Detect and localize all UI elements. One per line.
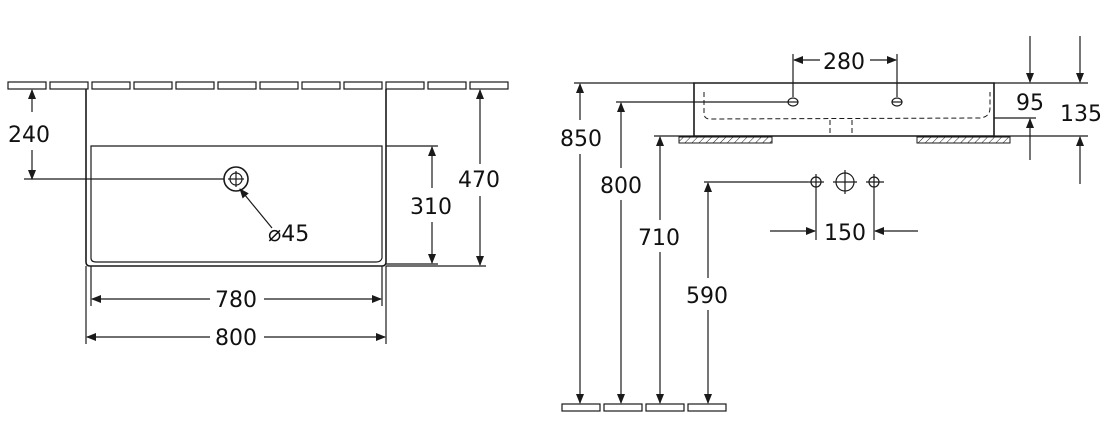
dim-tap-hole: ⌀45 (268, 222, 309, 247)
dim-hole-spacing: 280 (823, 50, 865, 75)
dim-bowl-width: 780 (215, 288, 257, 313)
floor-line (561, 403, 727, 412)
basin-outline (85, 89, 387, 267)
supply-left (808, 174, 824, 190)
dim-bowl-depth: 310 (410, 195, 452, 220)
side-tap-hole-right (891, 97, 903, 107)
dim-bowl-bottom-height: 710 (638, 226, 680, 251)
wall-line (7, 81, 509, 90)
dim-hole-height: 800 (600, 174, 642, 199)
tap-hole (223, 166, 249, 192)
dim-rim-height: 850 (560, 127, 602, 152)
support-right (916, 136, 1011, 144)
support-left (678, 136, 773, 144)
basin-profile (693, 82, 995, 137)
supply-right (866, 174, 884, 190)
dim-total-width: 800 (215, 326, 257, 351)
dim-bowl-height: 95 (1016, 91, 1044, 116)
dim-supply-height: 590 (686, 284, 728, 309)
dim-total-height: 135 (1060, 102, 1102, 127)
bowl-outline (90, 145, 383, 263)
plan-view: 240 ⌀45 310 470 780 800 (7, 81, 509, 351)
dim-total-depth: 470 (458, 168, 500, 193)
dim-tap-from-wall: 240 (8, 123, 50, 148)
side-tap-hole-left (787, 97, 799, 107)
drain-center (833, 170, 857, 194)
bowl-inner-dashed (703, 92, 991, 120)
dim-supply-spacing: 150 (824, 221, 866, 246)
side-view: 280 95 135 (560, 36, 1102, 412)
